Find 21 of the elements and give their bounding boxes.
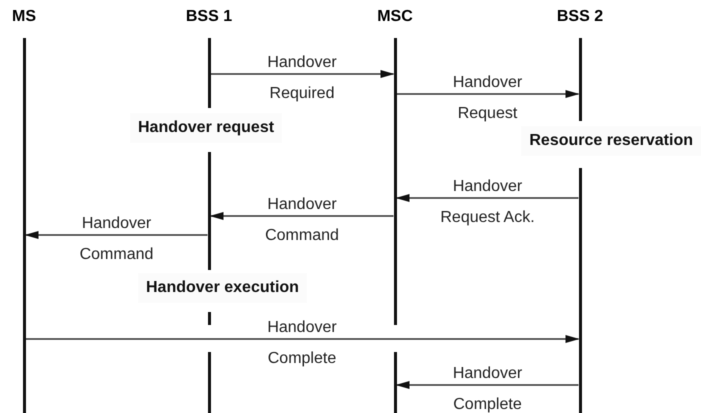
edge-label: Handover Complete: [452, 364, 524, 413]
message-arrow: [396, 90, 580, 98]
message-arrow: [24, 231, 208, 239]
message-arrow: [210, 70, 394, 78]
edge-label: Handover Command: [78, 214, 154, 265]
message-arrow: [210, 212, 394, 220]
edge-label: Handover Request: [452, 73, 524, 124]
phase-label: Handover execution: [138, 273, 307, 303]
message-arrow: [396, 381, 578, 389]
lifeline-heading: MS: [11, 8, 37, 26]
edge-label: Handover Required: [266, 53, 338, 104]
edge-label: Handover Command: [264, 195, 340, 246]
lifeline-heading: MSC: [376, 8, 414, 26]
phase-label: Resource reservation: [521, 126, 701, 156]
message-arrow: [396, 194, 578, 202]
phase-label: Handover request: [130, 113, 282, 143]
lifeline-heading: BSS 2: [556, 8, 604, 26]
lifeline-heading: BSS 1: [184, 8, 234, 26]
edge-label: Handover Request Ack.: [439, 177, 536, 228]
edge-label: Handover Complete: [266, 318, 338, 369]
message-arrow: [26, 335, 580, 343]
